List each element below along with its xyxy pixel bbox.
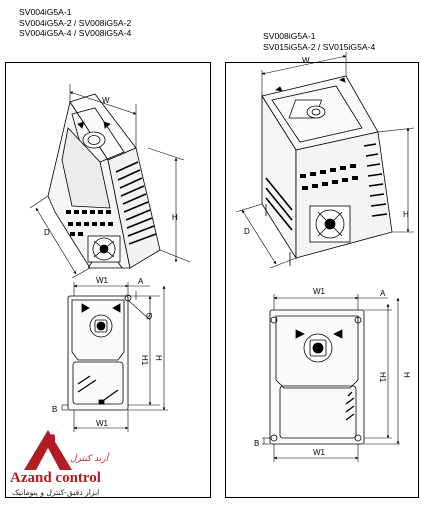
- left-drawing-panel: [5, 62, 211, 498]
- left-front-h-label: H: [154, 355, 163, 361]
- right-iso-dimensions: [235, 52, 415, 269]
- azand-logo-icon: [24, 430, 72, 470]
- right-iso-h-label: H: [403, 210, 409, 219]
- left-iso-d-label: D: [44, 228, 50, 237]
- left-front-dimensions: [61, 282, 168, 432]
- left-iso-dimensions: [29, 84, 191, 279]
- right-front-a-label: A: [380, 289, 386, 298]
- right-front-h1-label: H1: [378, 372, 387, 383]
- left-front-b-label: B: [52, 405, 57, 414]
- right-iso-drive: [261, 75, 393, 266]
- left-model-line-2: SV004iG5A-2 / SV008iG5A-2: [19, 17, 132, 28]
- right-front-h-label: H: [402, 372, 411, 378]
- left-model-line-3: SV004iG5A-4 / SV008iG5A-4: [19, 28, 132, 38]
- left-iso-h-label: H: [172, 213, 178, 222]
- right-front-w1-top-label: W1: [313, 287, 326, 296]
- right-front-dimensions: [262, 294, 400, 462]
- right-model-line-2: SV015iG5A-2 / SV015iG5A-4: [263, 41, 376, 52]
- right-iso-d-label: D: [244, 227, 250, 236]
- left-model-line-1: SV004iG5A-1: [19, 7, 72, 17]
- right-model-list: SV008iG5A-1 SV015iG5A-2 / SV015iG5A-4: [263, 31, 375, 52]
- left-front-w1-top-label: W1: [96, 276, 109, 285]
- brand-name: Azand control: [10, 470, 101, 486]
- right-iso-w-label: W: [302, 56, 310, 65]
- left-front-h1-label: H1: [140, 355, 149, 366]
- left-front-phi-label: Ø: [146, 312, 152, 321]
- left-iso-drive: [47, 93, 161, 269]
- left-front-w1-bottom-label: W1: [96, 419, 109, 428]
- right-front-b-label: B: [254, 439, 259, 448]
- left-front-drive: [67, 294, 132, 411]
- right-front-drive: [269, 309, 365, 445]
- left-iso-w-label: W: [102, 96, 110, 105]
- left-model-list: SV004iG5A-1 SV004iG5A-2 / SV008iG5A-2 SV…: [19, 7, 131, 39]
- right-front-w1-bottom-label: W1: [313, 448, 326, 457]
- brand-tagline: ابزار دقیق-کنترل و پنوماتیک: [12, 488, 100, 497]
- left-front-a-label: A: [138, 277, 144, 286]
- brand-farsi-script: آزند کنترل: [70, 454, 109, 464]
- right-model-line-1: SV008iG5A-1: [263, 31, 316, 41]
